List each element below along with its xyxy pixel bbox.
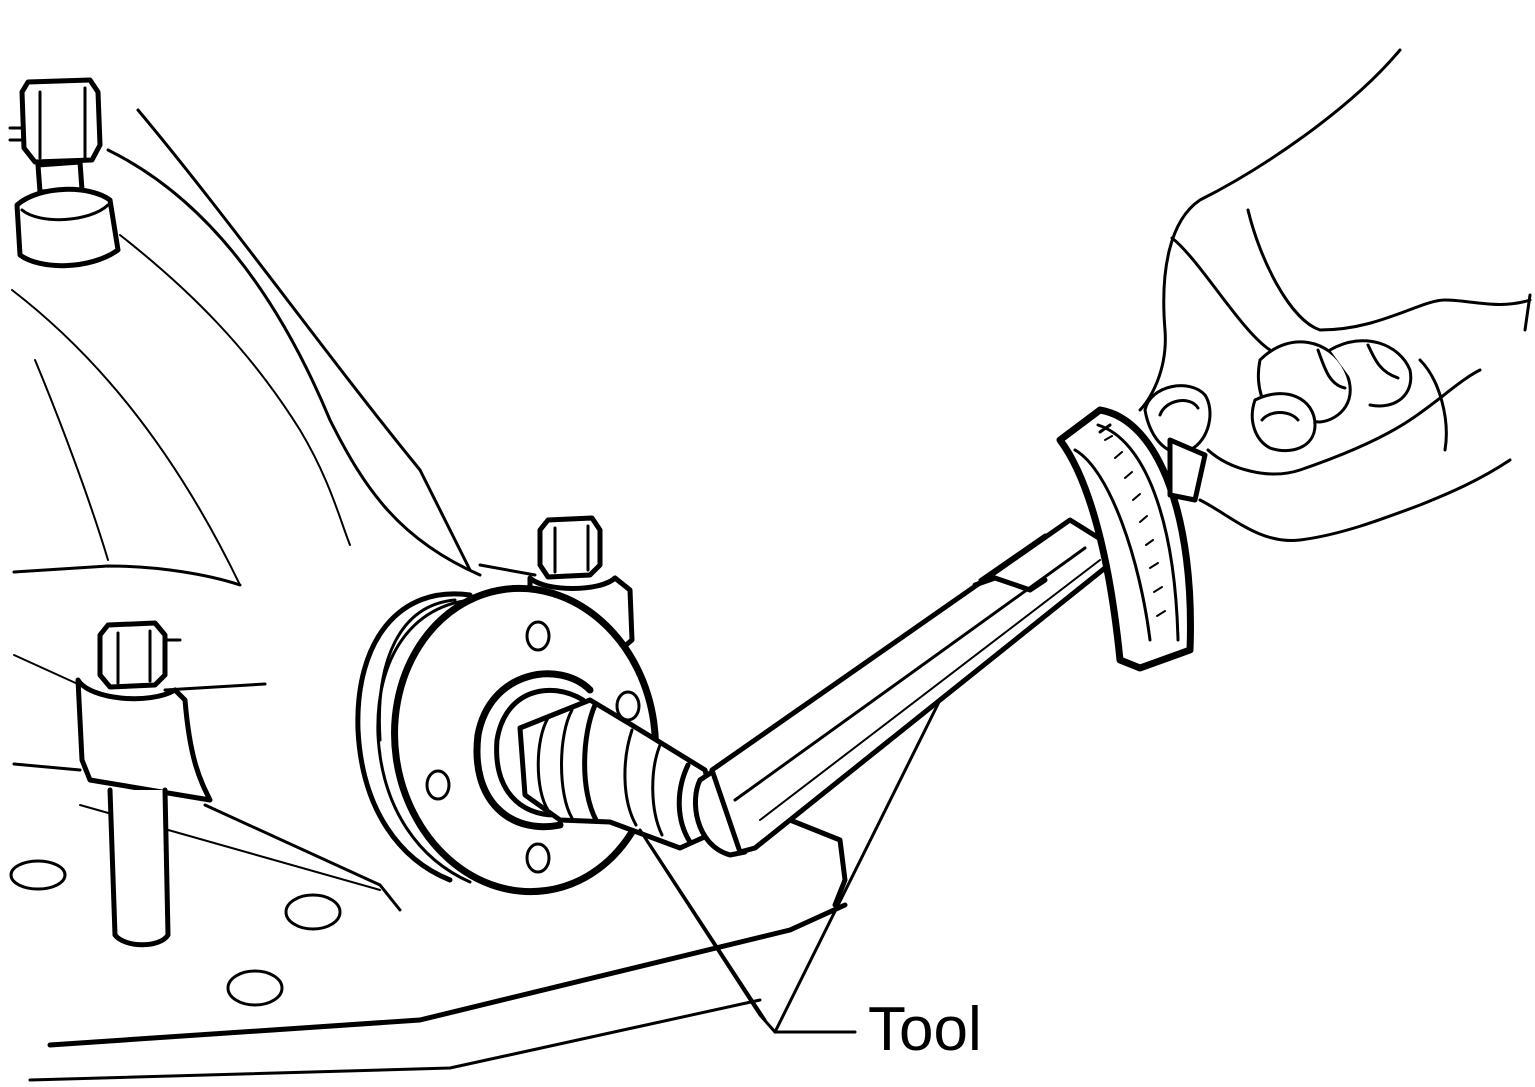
tool-label: Tool <box>868 995 982 1064</box>
callout-leader-wrench <box>773 698 942 1034</box>
tool-callout: Tool <box>638 698 982 1064</box>
hand <box>1138 48 1532 543</box>
housing-bolt-lower-left <box>75 620 213 948</box>
callout-leader-socket-b <box>648 843 767 1022</box>
housing-bolt-top-left <box>8 77 121 269</box>
transmission-housing <box>9 108 848 1082</box>
input-shaft <box>517 697 723 851</box>
torque-wrench <box>692 406 1194 858</box>
